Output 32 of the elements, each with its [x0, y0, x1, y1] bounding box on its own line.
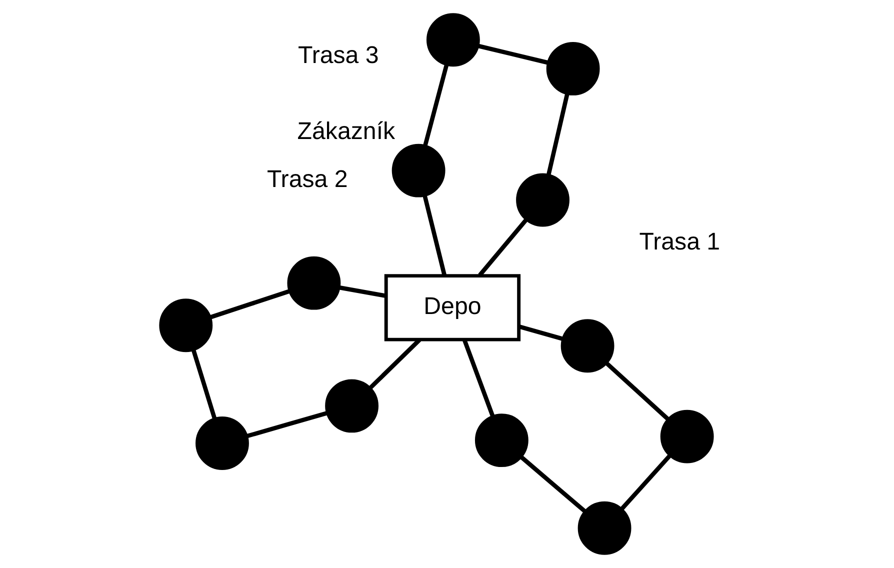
node-circle — [660, 410, 714, 464]
node-label: Zákazník — [297, 118, 396, 146]
connector — [604, 361, 670, 422]
node-circle — [560, 319, 614, 373]
connector — [518, 324, 564, 342]
connector — [620, 454, 672, 511]
label: Trasa 2 — [266, 166, 348, 194]
node-circle — [325, 379, 378, 433]
connector — [368, 338, 422, 390]
node-circle — [392, 144, 446, 198]
connector — [478, 44, 549, 65]
node-circle — [578, 501, 632, 555]
node-circle — [196, 416, 249, 470]
node-circle — [474, 414, 528, 468]
connector — [462, 339, 495, 418]
label: Trasa 1 — [639, 228, 720, 256]
node-circle — [287, 256, 341, 310]
node-box: Depo — [384, 274, 521, 342]
label: Trasa 3 — [298, 42, 379, 70]
connector — [338, 285, 386, 298]
node-circle — [546, 42, 600, 96]
node-circle — [159, 298, 213, 352]
connector — [520, 455, 587, 514]
connector — [546, 92, 570, 176]
connector — [423, 64, 449, 147]
node-circle — [426, 13, 480, 67]
node-circle — [516, 173, 570, 227]
connector — [422, 194, 447, 276]
connector — [246, 410, 328, 438]
connector — [209, 288, 291, 320]
connector — [191, 349, 217, 420]
connector — [478, 218, 528, 276]
